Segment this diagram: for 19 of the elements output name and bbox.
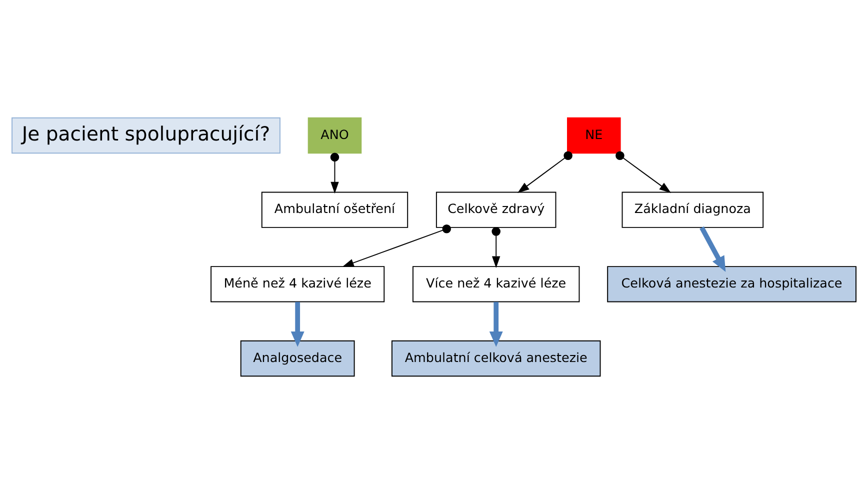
node-box: ANO [308, 116, 362, 154]
arrow [517, 150, 572, 193]
node-box: Více než 4 kazivé léze [412, 266, 580, 302]
arrow [700, 226, 726, 272]
node-box: Ambulatní celková anestezie [391, 340, 601, 376]
arrow [616, 150, 672, 193]
arrow [342, 224, 452, 266]
node-box: Celkově zdravý [436, 191, 556, 228]
node-box: Ambulatní ošetření [261, 191, 408, 228]
arrow [290, 301, 304, 346]
arrow [330, 152, 340, 194]
node-box: Analgosedace [240, 340, 355, 376]
arrow [492, 226, 500, 268]
node-box: Celková anestezie za hospitalizace [607, 266, 856, 302]
node-box: Základní diagnoza [622, 191, 764, 228]
arrow [489, 301, 503, 346]
node-box: NE [567, 116, 621, 154]
node-box: Je pacient spolupracující? [12, 116, 280, 154]
node-box: Méně než 4 kazivé léze [210, 266, 385, 302]
